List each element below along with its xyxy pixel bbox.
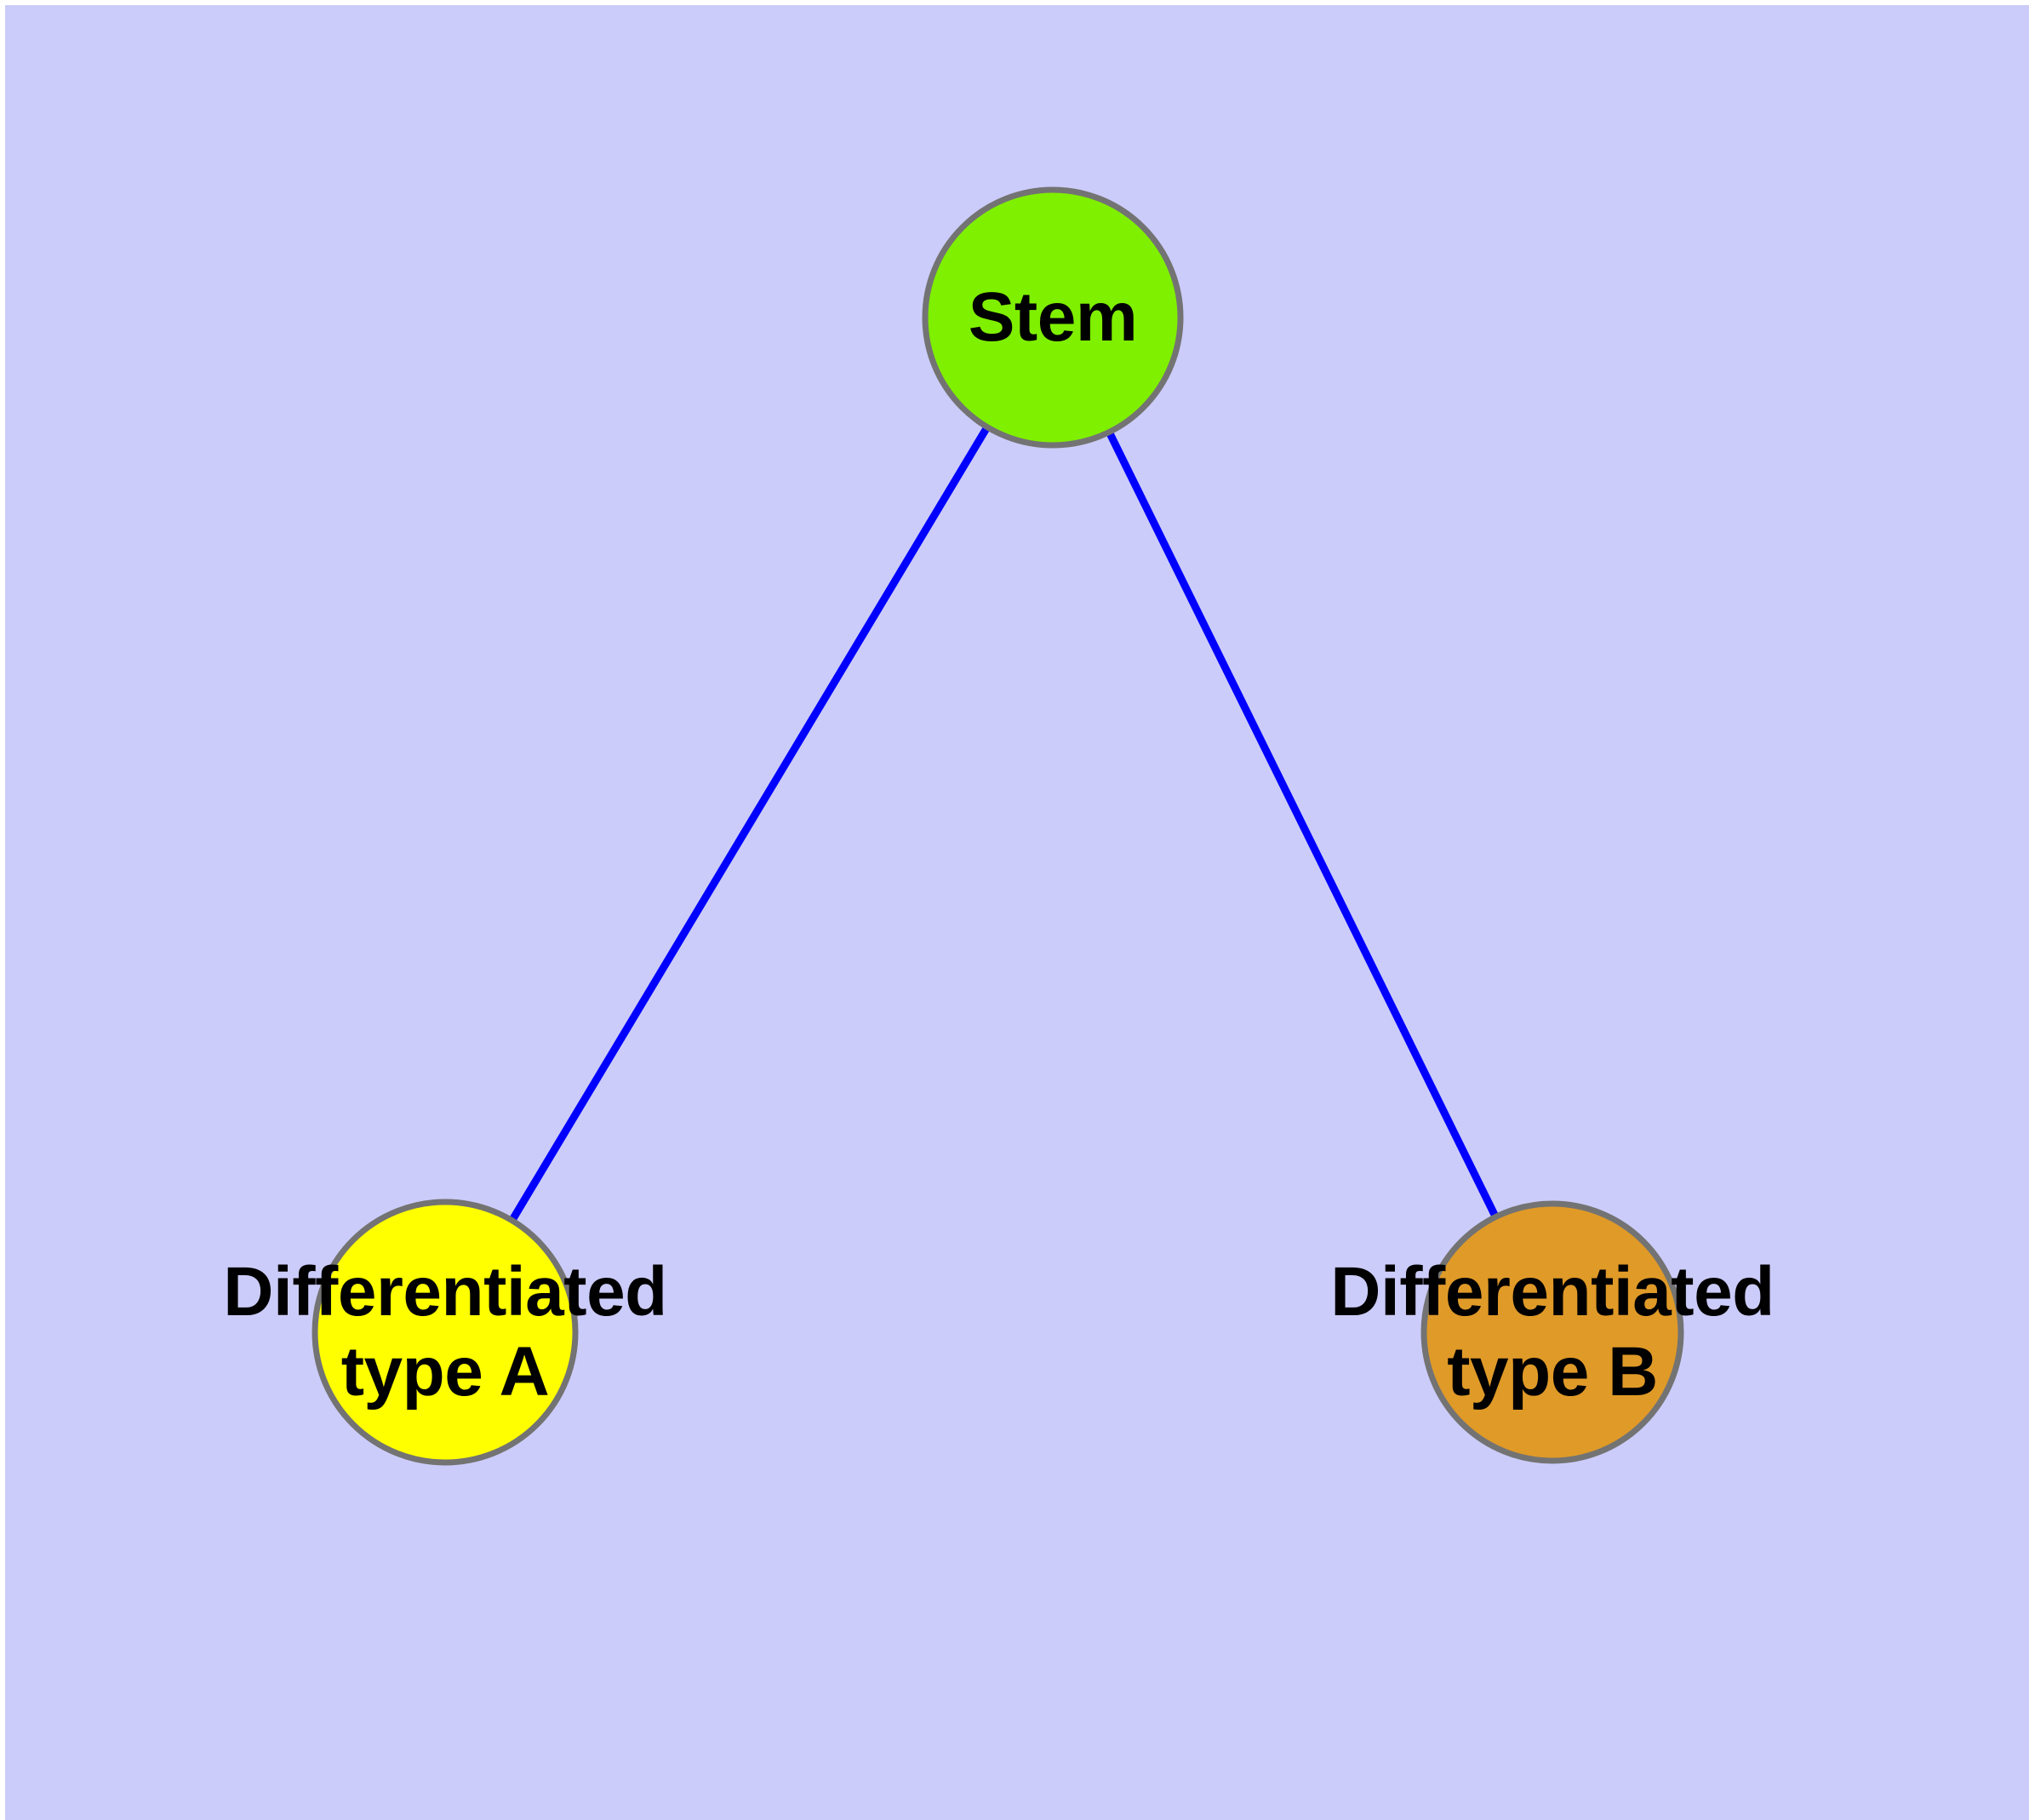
edge-stem-to-differentiated-type-a <box>506 421 993 1228</box>
node-layer <box>311 186 1684 1466</box>
edge-stem-to-differentiated-type-b <box>1103 426 1501 1223</box>
edge-layer <box>506 421 1501 1228</box>
node-stem[interactable] <box>922 186 1184 449</box>
node-differentiated-type-b[interactable] <box>1420 1200 1684 1464</box>
node-differentiated-type-a[interactable] <box>311 1199 579 1466</box>
